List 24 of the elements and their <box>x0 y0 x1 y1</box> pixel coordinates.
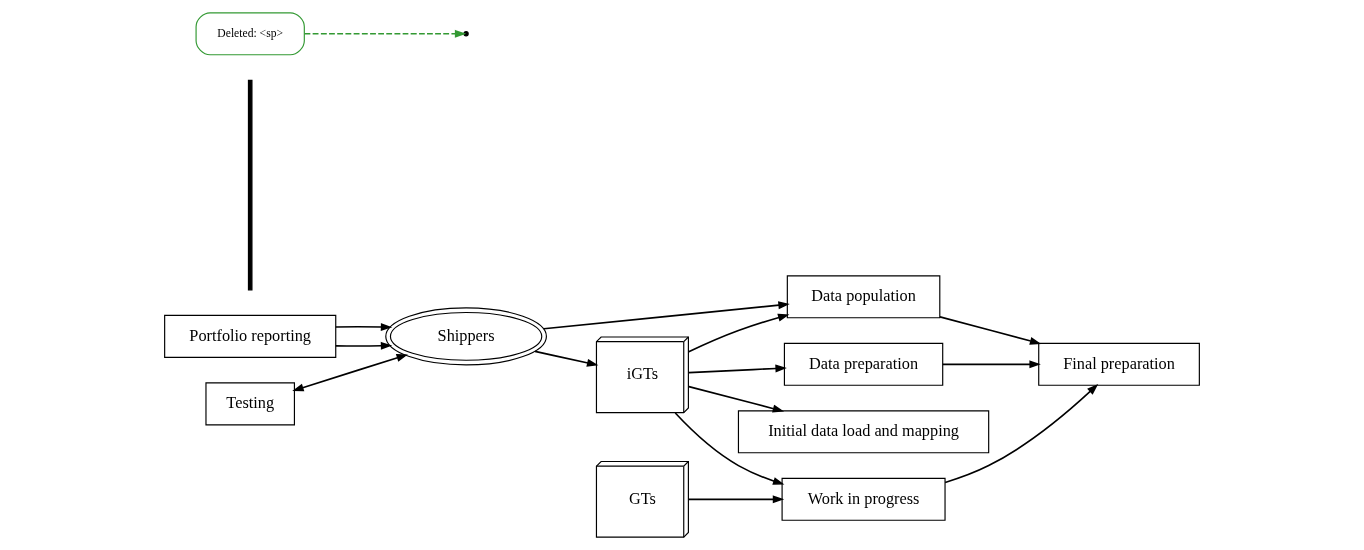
arrow <box>543 301 790 330</box>
arrow <box>688 385 785 413</box>
arrow <box>303 29 467 38</box>
arrow <box>292 354 408 392</box>
arrow <box>941 360 1041 369</box>
arrow <box>674 412 785 485</box>
arrow <box>688 495 785 504</box>
arrow <box>334 323 393 331</box>
arrow <box>939 316 1042 345</box>
node-box: Data preparation <box>783 342 944 386</box>
node-box: Testing <box>205 382 295 426</box>
arrow <box>688 364 787 374</box>
arrow <box>687 313 790 353</box>
arrow <box>334 341 393 350</box>
node-box: Work in progress <box>781 477 946 521</box>
node-ellipse: Shippers <box>385 307 547 366</box>
node-box: Final preparation <box>1038 342 1200 386</box>
node-box: Portfolio reporting <box>164 314 337 358</box>
node-box: Initial data load and mapping <box>737 410 990 454</box>
node-box: Deleted: <sp> <box>195 12 305 56</box>
arrow <box>534 350 599 367</box>
arrow <box>944 383 1099 484</box>
node-bar <box>247 79 253 291</box>
node-box: Data population <box>786 275 941 319</box>
